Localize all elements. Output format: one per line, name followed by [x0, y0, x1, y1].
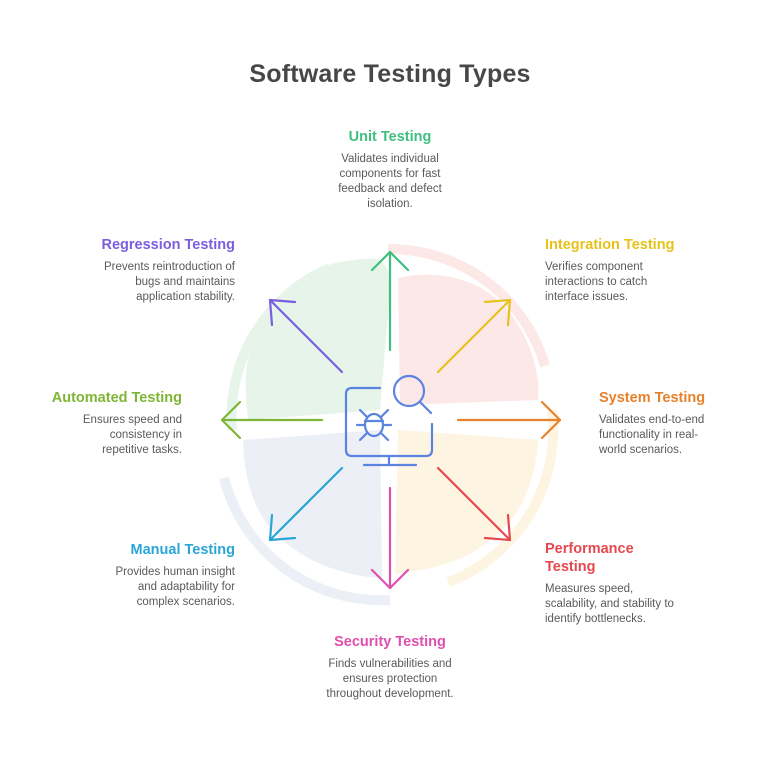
item-title: Automated Testing [51, 390, 182, 406]
arrow-manual-icon [268, 466, 344, 542]
item-title: Unit Testing [348, 129, 432, 145]
arc-yellow [446, 409, 559, 587]
arrow-regression-icon [268, 298, 344, 374]
item-unit-testing: Unit Testing Validates individual compon… [310, 128, 470, 212]
arrow-security-icon [370, 486, 410, 590]
item-manual-testing: Manual Testing Provides human insight an… [75, 541, 235, 610]
item-title: Integration Testing [545, 237, 675, 253]
magnifier-lens [392, 374, 426, 408]
item-description: Ensures speed and consistency in repetit… [82, 414, 182, 456]
item-title: Manual Testing [130, 542, 235, 558]
item-integration-testing: Integration Testing Verifies component i… [545, 236, 705, 305]
quadrant-yellow [395, 430, 538, 574]
quadrant-green [245, 258, 390, 420]
item-description: Prevents reintroduction of bugs and main… [103, 261, 235, 303]
arc-blue [219, 476, 391, 606]
monitor-outline [344, 386, 434, 458]
item-description: Measures speed, scalability, and stabili… [545, 583, 674, 625]
item-security-testing: Security Testing Finds vulnerabilities a… [310, 633, 470, 702]
item-description: Validates individual components for fast… [338, 153, 442, 210]
item-description: Finds vulnerabilities and ensures protec… [326, 658, 454, 700]
arrow-automated-icon [220, 400, 324, 440]
quadrant-pink [398, 274, 539, 405]
item-title: Regression Testing [101, 237, 235, 253]
item-system-testing: System Testing Validates end-to-end func… [599, 389, 759, 458]
arc-green [226, 263, 332, 431]
computer-bug-magnifier-icon [344, 374, 434, 467]
arrow-unit-icon [370, 250, 410, 352]
item-description: Verifies component interactions to catch… [545, 261, 648, 303]
item-description: Validates end-to-end functionality in re… [599, 414, 705, 456]
item-performance-testing: Performance Testing Measures speed, scal… [545, 540, 705, 627]
arrow-integration-icon [436, 298, 512, 374]
item-description: Provides human insight and adaptability … [115, 566, 235, 608]
item-title: Performance Testing [545, 541, 634, 575]
arrow-performance-icon [436, 466, 512, 542]
background-quadrants [219, 243, 559, 606]
item-title: Security Testing [334, 634, 446, 650]
page-title: Software Testing Types [249, 60, 531, 88]
magnifier-handle [418, 400, 433, 415]
item-title: System Testing [599, 390, 706, 406]
item-regression-testing: Regression Testing Prevents reintroducti… [75, 236, 235, 305]
item-automated-testing: Automated Testing Ensures speed and cons… [22, 389, 182, 458]
quadrant-blue [243, 430, 382, 578]
arc-pink [387, 243, 550, 368]
bug-icon [355, 408, 393, 442]
arrow-system-icon [456, 400, 562, 440]
